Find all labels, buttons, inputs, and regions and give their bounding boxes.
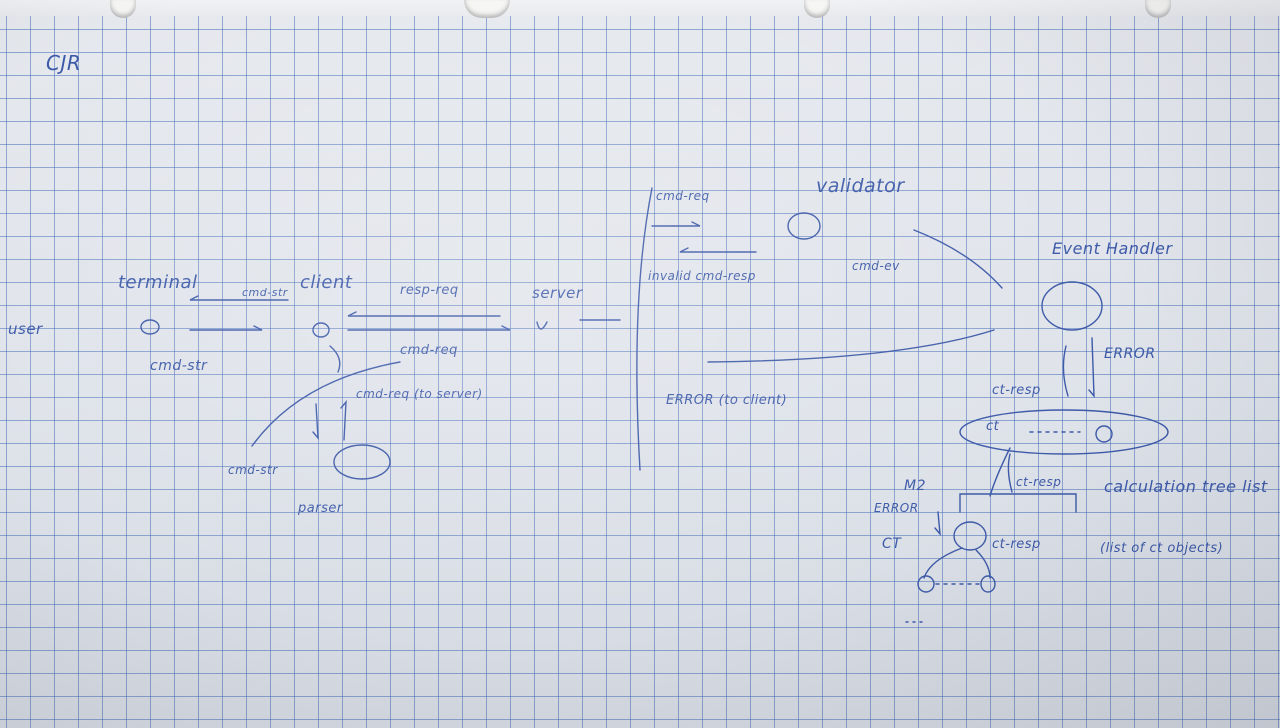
arrow-eh-up	[1062, 345, 1069, 397]
binder-hole	[110, 0, 136, 18]
terminal-label: terminal	[118, 272, 198, 293]
error-eh-label: ERROR	[1104, 346, 1156, 362]
arrow-up-from-parser	[340, 399, 347, 441]
m2-node	[953, 521, 987, 551]
binder-hole	[1145, 0, 1171, 18]
cmd-ev-label: cmd-ev	[852, 259, 900, 273]
validator-to-handler-curve	[913, 229, 1003, 289]
server-boundary-line	[636, 187, 653, 471]
error-m2-label: ERROR	[874, 501, 919, 515]
parser-node	[333, 444, 391, 480]
arrow-down-to-parser	[312, 403, 319, 441]
m2-label: M2	[904, 478, 926, 494]
arrow-client-to-server	[347, 325, 511, 331]
ct-list-node	[1095, 425, 1113, 443]
ct-down-curve	[989, 447, 1011, 497]
arrow-eh-down	[1088, 337, 1095, 399]
ct-resp-label: ct-resp	[992, 383, 1041, 398]
m2-child-node	[980, 575, 996, 593]
server-node	[536, 321, 548, 330]
error-return-curve	[707, 329, 995, 363]
ct-list-container	[959, 409, 1169, 455]
client-label: client	[300, 272, 353, 293]
invalid-cmd-resp-label: invalid cmd-resp	[648, 269, 756, 283]
ct-resp3-label: ct-resp	[992, 537, 1041, 552]
calculation-tree-list-label: calculation tree list	[1104, 477, 1268, 496]
arrow-m2-down	[934, 511, 941, 537]
cmd-str-bottom-label: cmd-str	[150, 358, 208, 374]
list-of-ct-objects-label: (list of ct objects)	[1100, 541, 1223, 556]
m2-bracket	[959, 493, 1077, 513]
validator-node	[787, 212, 821, 240]
arrow-invalid-back	[679, 247, 757, 253]
cmd-str-top-label: cmd-str	[242, 286, 289, 299]
error-to-client-label: ERROR (to client)	[666, 393, 787, 408]
event-handler-node	[1041, 281, 1103, 331]
m2-child-node	[917, 575, 935, 593]
m2-branch-left	[923, 547, 963, 579]
ct-up-curve	[1007, 453, 1013, 493]
user-label: user	[8, 320, 43, 338]
parser-boundary	[251, 361, 401, 447]
cmd-req-validator-label: cmd-req	[656, 189, 710, 203]
m2-branch-right	[975, 549, 991, 579]
arrow-to-client	[189, 325, 263, 331]
corner-label: CJR	[46, 51, 81, 75]
paper-top-edge	[0, 0, 1280, 16]
client-node	[312, 322, 330, 338]
validator-label: validator	[816, 175, 905, 197]
arrow-server-to-client	[347, 311, 501, 317]
arrow-to-terminal	[189, 295, 289, 301]
resp-req-label: resp-req	[400, 283, 459, 298]
cmd-req-to-server-label: cmd-req (to server)	[356, 387, 483, 401]
ct-resp2-label: ct-resp	[1016, 475, 1061, 489]
server-label: server	[532, 284, 583, 302]
parser-cmd-str-label: cmd-str	[228, 463, 278, 477]
arrow-to-validator	[651, 221, 701, 227]
cmd-req-label: cmd-req	[400, 343, 458, 358]
binder-hole	[804, 0, 830, 18]
binder-hole	[464, 0, 510, 18]
ct-m2-label: CT	[882, 536, 902, 552]
user-node	[140, 319, 160, 335]
parser-label: parser	[297, 501, 344, 516]
event-handler-label: Event Handler	[1052, 239, 1173, 258]
ct-label: ct	[986, 419, 1000, 434]
client-to-parser-curve	[329, 345, 341, 373]
